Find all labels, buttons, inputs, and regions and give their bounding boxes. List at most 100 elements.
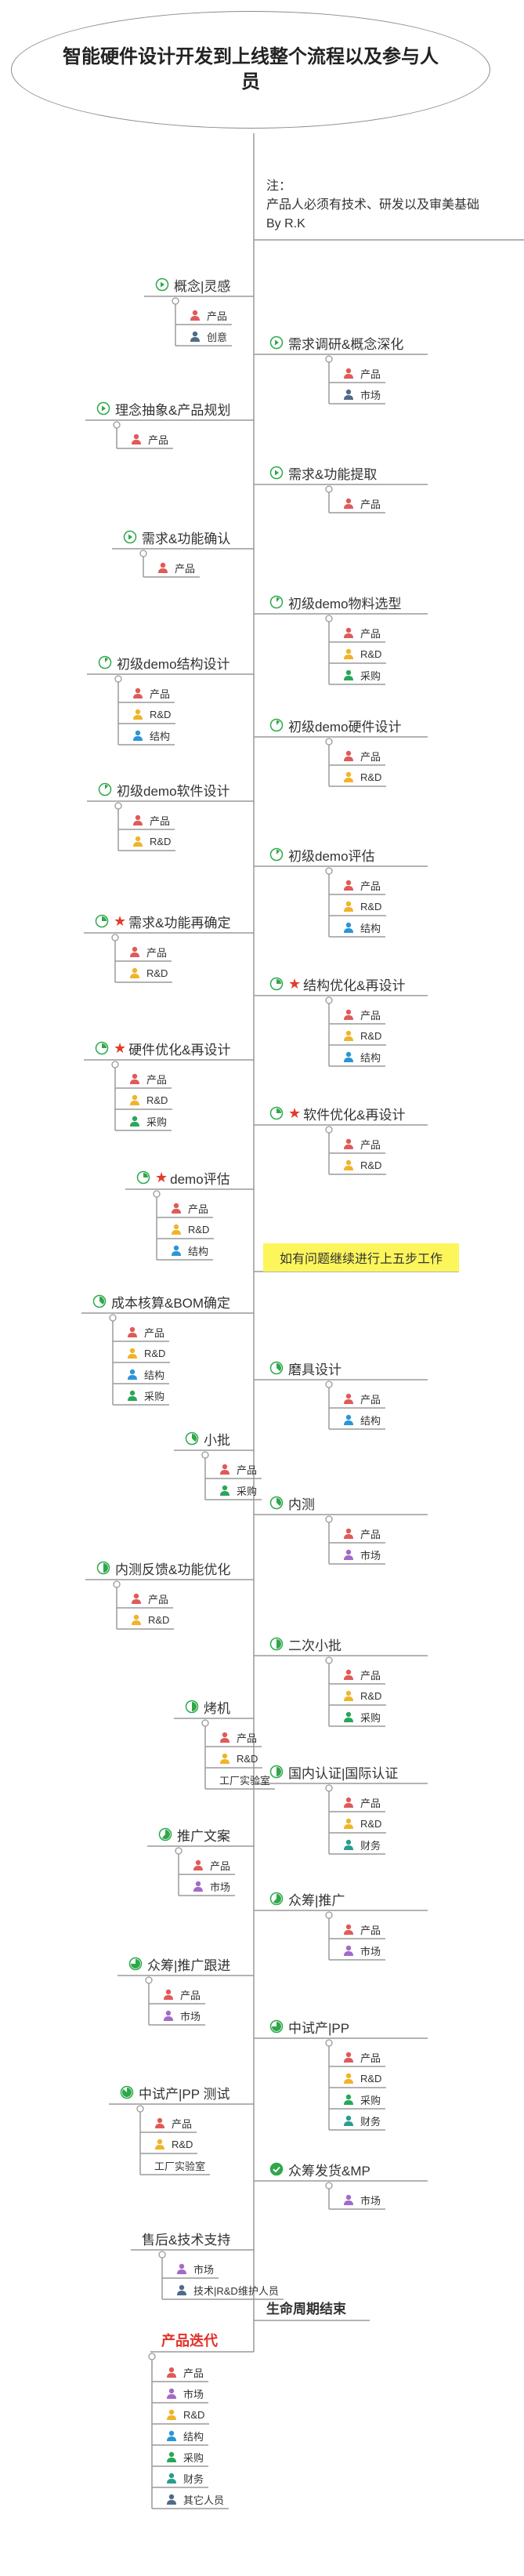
collapse-toggle[interactable] xyxy=(325,2039,333,2047)
collapse-toggle[interactable] xyxy=(325,1911,333,1919)
step-label: demo评估 xyxy=(170,1171,230,1187)
process-step[interactable]: ★软件优化&再设计 xyxy=(269,1103,405,1123)
person-icon xyxy=(155,2117,164,2128)
participant-1: 产品 xyxy=(154,2115,192,2131)
leaf-label: 工厂实验室 xyxy=(219,1774,271,1787)
participant-1: 市场 xyxy=(176,2261,214,2277)
collapse-toggle[interactable] xyxy=(325,867,333,875)
collapse-toggle[interactable] xyxy=(325,355,333,363)
collapse-toggle[interactable] xyxy=(325,2182,333,2190)
process-step[interactable]: 成本核算&BOM确定 xyxy=(92,1291,230,1312)
collapse-toggle[interactable] xyxy=(111,934,119,942)
collapse-toggle[interactable] xyxy=(109,1314,117,1322)
task-progress-icon xyxy=(95,1041,109,1055)
collapse-toggle[interactable] xyxy=(325,1126,333,1134)
collapse-toggle[interactable] xyxy=(113,421,121,429)
collapse-toggle[interactable] xyxy=(136,2105,144,2113)
collapse-toggle[interactable] xyxy=(113,1580,121,1588)
process-step[interactable]: 初级demo软件设计 xyxy=(98,779,230,800)
process-step[interactable]: 需求&功能提取 xyxy=(269,463,377,483)
process-step[interactable]: 推广文案 xyxy=(158,1824,230,1845)
leaf-label: 采购 xyxy=(360,1711,381,1724)
process-step[interactable]: 中试产|PP 测试 xyxy=(120,2082,230,2103)
process-step[interactable]: 烤机 xyxy=(185,1696,230,1717)
collapse-toggle[interactable] xyxy=(201,1451,209,1459)
process-step[interactable]: 概念|灵感 xyxy=(155,274,230,295)
process-step[interactable]: 国内认证|国际认证 xyxy=(269,1761,398,1782)
process-step[interactable]: 内测 xyxy=(269,1493,315,1513)
person-icon xyxy=(128,1369,137,1380)
leaf-label: 产品 xyxy=(188,1203,209,1215)
participant-2: 市场 xyxy=(343,1547,381,1562)
process-step[interactable]: 初级demo结构设计 xyxy=(98,652,230,673)
collapse-toggle[interactable] xyxy=(148,2353,156,2360)
participant-3: 工厂实验室 xyxy=(219,1772,270,1787)
person-icon xyxy=(344,922,353,933)
person-icon xyxy=(177,2284,186,2295)
process-step[interactable]: 理念抽象&产品规划 xyxy=(96,398,230,419)
leaf-label: 产品 xyxy=(146,946,168,959)
participant-2: R&D xyxy=(343,1157,381,1173)
process-step[interactable]: 售后&技术支持 xyxy=(142,2228,230,2248)
collapse-toggle[interactable] xyxy=(325,615,333,622)
step-label: 初级demo硬件设计 xyxy=(288,719,402,735)
process-step[interactable]: 需求&功能确认 xyxy=(123,527,230,547)
collapse-toggle[interactable] xyxy=(325,996,333,1004)
step-label: 需求&功能确认 xyxy=(142,531,231,546)
process-step[interactable]: ★需求&功能再确定 xyxy=(95,911,230,931)
process-step[interactable]: 二次小批 xyxy=(269,1634,342,1654)
collapse-toggle[interactable] xyxy=(325,738,333,746)
person-icon xyxy=(167,2367,176,2378)
person-icon xyxy=(130,967,139,978)
person-icon xyxy=(130,1073,139,1084)
process-step[interactable]: 初级demo物料选型 xyxy=(269,592,402,612)
collapse-toggle[interactable] xyxy=(325,1784,333,1792)
process-step[interactable]: 初级demo硬件设计 xyxy=(269,715,402,735)
collapse-toggle[interactable] xyxy=(114,802,122,810)
collapse-toggle[interactable] xyxy=(325,1381,333,1388)
process-step[interactable]: 众筹|推广 xyxy=(269,1888,345,1909)
task-progress-icon xyxy=(185,1700,199,1714)
person-icon xyxy=(344,901,353,912)
step-label: 概念|灵感 xyxy=(174,278,231,294)
process-step[interactable]: 中试产|PP xyxy=(269,2016,349,2037)
process-step[interactable]: 内测反馈&功能优化 xyxy=(96,1558,230,1578)
collapse-toggle[interactable] xyxy=(172,297,179,305)
person-icon xyxy=(344,498,353,509)
process-step[interactable]: ★demo评估 xyxy=(136,1167,230,1188)
process-step[interactable]: 众筹|推广跟进 xyxy=(128,1954,230,1974)
task-progress-icon xyxy=(96,401,110,415)
collapse-toggle[interactable] xyxy=(139,550,147,557)
collapse-toggle[interactable] xyxy=(325,1515,333,1523)
participant-1: 产品 xyxy=(343,365,381,381)
collapse-toggle[interactable] xyxy=(111,1061,119,1068)
process-step[interactable]: ★结构优化&再设计 xyxy=(269,974,405,994)
process-step[interactable]: 初级demo评估 xyxy=(269,844,375,865)
person-icon xyxy=(190,331,200,342)
process-step[interactable]: 磨具设计 xyxy=(269,1358,342,1378)
process-step[interactable]: 众筹发货&MP xyxy=(269,2159,370,2179)
process-step[interactable]: 需求调研&概念深化 xyxy=(269,332,403,353)
step-label: 国内认证|国际认证 xyxy=(288,1765,399,1781)
person-icon xyxy=(167,2494,176,2505)
collapse-toggle[interactable] xyxy=(153,1190,161,1198)
participant-1: 产品 xyxy=(343,877,381,893)
process-step[interactable]: ★硬件优化&再设计 xyxy=(95,1038,230,1058)
collapse-toggle[interactable] xyxy=(158,2251,166,2259)
task-progress-icon xyxy=(96,1561,110,1575)
process-step[interactable]: 小批 xyxy=(185,1428,230,1449)
leaf-label: 采购 xyxy=(144,1390,165,1402)
collapse-toggle[interactable] xyxy=(175,1847,182,1855)
collapse-toggle[interactable] xyxy=(201,1719,209,1727)
person-icon xyxy=(344,1690,353,1701)
leaf-label: 技术|R&D维护人员 xyxy=(193,2284,279,2297)
participant-2: R&D xyxy=(343,1816,381,1831)
leaf-label: R&D xyxy=(146,967,168,979)
collapse-toggle[interactable] xyxy=(114,675,122,683)
task-progress-icon xyxy=(98,782,112,796)
collapse-toggle[interactable] xyxy=(325,485,333,493)
collapse-toggle[interactable] xyxy=(145,1976,153,1984)
person-icon xyxy=(172,1203,181,1214)
collapse-toggle[interactable] xyxy=(325,1656,333,1664)
